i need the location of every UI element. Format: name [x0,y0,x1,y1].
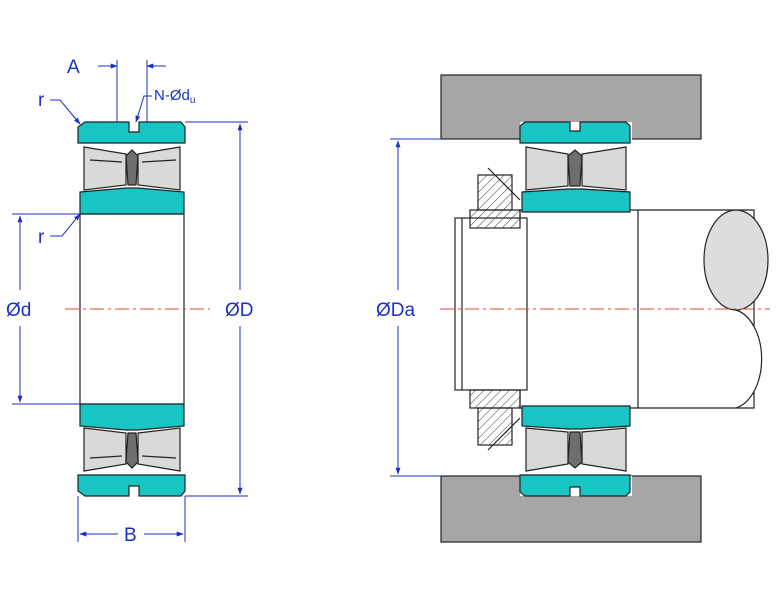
dimension-labels: A r N-Ødu r Ød ØD B ØDa [6,57,416,546]
dim-hole-leader [135,95,152,123]
shaft-end-face [703,209,769,311]
shaft-end-lower [735,309,763,409]
assembly-outer-ring-bottom [519,474,631,497]
roller-bottom-left [83,427,127,472]
assembly-roller-top-left [525,146,569,191]
label-outer-D: ØD [225,300,254,321]
outer-ring-top [77,121,186,144]
inner-ring-top [79,187,185,215]
label-hole: N-Ødu [154,87,195,106]
label-housing-Da: ØDa [376,300,416,321]
assembly-outer-ring-top [519,121,631,144]
mounted-assembly-view [440,74,769,543]
assembly-roller-top-right [581,146,627,191]
roller-set-bottom [83,427,181,472]
sleeve-thread-bottom [469,389,521,409]
cage-top [125,149,139,186]
label-width-B: B [124,525,137,546]
assembly-roller-bottom-right [581,427,627,472]
label-bore-d: Ød [6,300,31,321]
lock-nut-bottom [477,407,513,446]
roller-set-top [83,146,181,191]
sleeve-thread-top [469,209,521,229]
roller-top-right [137,146,181,191]
lock-nut-top [477,174,513,211]
label-hole-main: N-Ød [154,87,190,104]
dim-r-top-leader [50,99,81,125]
roller-bottom-right [137,427,181,472]
inner-ring-bottom [79,403,185,431]
assembly-inner-ring-top [521,188,631,213]
outer-ring-bottom [77,474,186,497]
adapter-sleeve [454,217,528,391]
dimension-lines [12,60,441,542]
assembly-roller-bottom-left [525,427,569,472]
label-A: A [67,57,80,78]
assembly-cage-bottom [567,431,583,469]
roller-top-left [83,146,127,191]
label-r-top: r [38,90,45,111]
label-hole-sub: u [190,95,196,106]
cage-bottom [125,432,139,469]
assembly-cage-top [567,149,583,187]
label-r-bore: r [38,227,45,248]
assembly-inner-ring-bottom [521,405,631,430]
dim-r-bore-leader [50,213,81,237]
